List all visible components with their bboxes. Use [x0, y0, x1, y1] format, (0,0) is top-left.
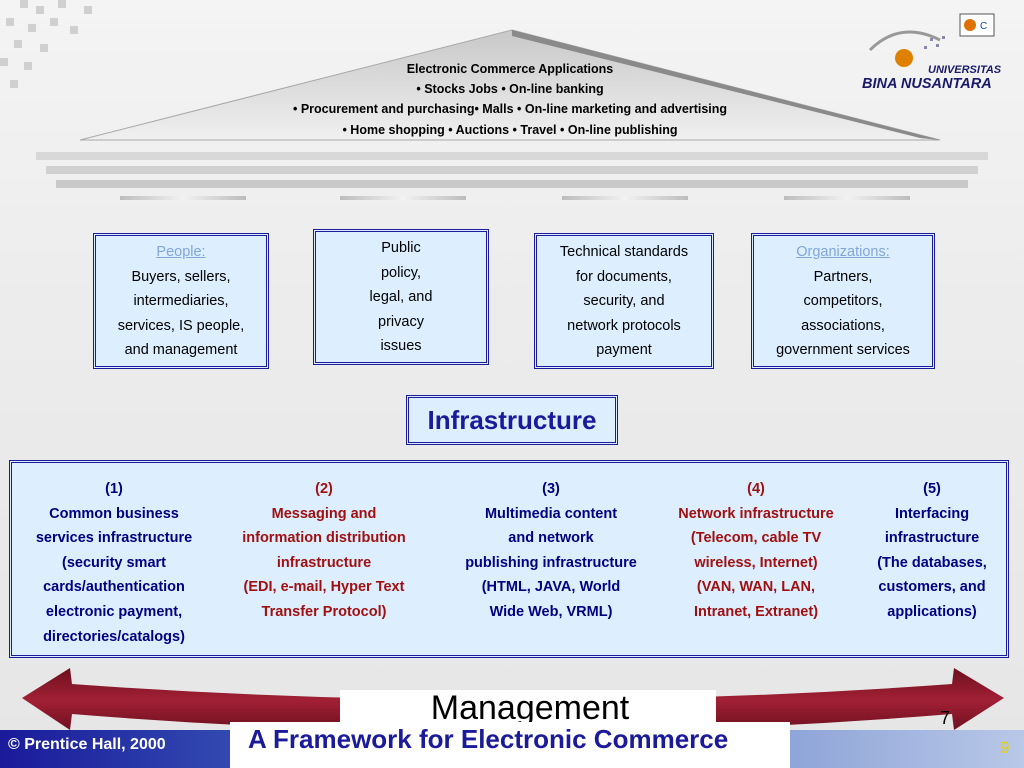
infra-line: Intranet, Extranet): [693, 603, 819, 620]
pillar-header: Organizations:: [796, 244, 890, 260]
slide-title: A Framework for Electronic Commerce: [248, 724, 729, 754]
infra-line: infrastructure: [276, 554, 372, 571]
infra-line: (4): [747, 481, 765, 497]
infra-line: (5): [923, 481, 941, 497]
infra-column-2: (2) Messaging and information distributi…: [224, 477, 424, 625]
infra-line: electronic payment,: [45, 603, 183, 620]
column-caps: [120, 196, 910, 200]
pillar-line: payment: [596, 342, 652, 358]
infra-line: Multimedia content: [484, 505, 618, 522]
footer-copyright: © Prentice Hall, 2000: [8, 736, 166, 753]
logo-text-universitas: UNIVERSITAS: [928, 64, 1002, 76]
pillar-line: Buyers, sellers,: [131, 268, 231, 285]
infra-line: (Telecom, cable TV: [690, 530, 822, 547]
pillar-line: Public: [381, 240, 421, 256]
pillar-line: associations,: [801, 317, 885, 334]
pillar-line: legal, and: [369, 289, 433, 305]
corner-pattern: [0, 0, 92, 88]
roof-line-1: • Stocks Jobs • On-line banking: [416, 82, 604, 96]
pillar-line: network protocols: [567, 317, 681, 334]
infra-line: applications): [887, 603, 977, 620]
pillar-line: issues: [380, 338, 422, 354]
infra-column-5: (5) Interfacing infrastructure (The data…: [858, 477, 1006, 625]
pillar-public-policy: Public policy, legal, and privacy issues: [313, 229, 489, 365]
footer-title-backdrop: [230, 722, 790, 768]
infra-line: infrastructure: [884, 530, 980, 547]
infra-line: (The databases,: [877, 554, 987, 571]
infra-column-1: (1) Common business services infrastruct…: [14, 477, 214, 649]
infra-line: (HTML, JAVA, World: [481, 579, 621, 596]
infra-line: (1): [105, 481, 123, 497]
management-label: Management: [430, 689, 630, 727]
infra-line: directories/catalogs): [43, 628, 185, 645]
infra-line: (VAN, WAN, LAN,: [696, 579, 816, 596]
pillar-line: intermediaries,: [133, 293, 229, 309]
roof-title: Electronic Commerce Applications: [406, 62, 614, 76]
pillar-line: security, and: [583, 293, 665, 309]
infra-line: Interfacing: [894, 505, 970, 522]
infra-line: publishing infrastructure: [465, 554, 637, 571]
infra-line: and network: [508, 530, 594, 547]
svg-text:C: C: [980, 21, 987, 32]
infra-line: customers, and: [878, 579, 986, 596]
infra-column-3: (3) Multimedia content and network publi…: [446, 477, 656, 625]
pillar-technical-standards: Technical standards for documents, secur…: [534, 233, 714, 369]
pillar-line: and management: [124, 342, 238, 358]
infra-line: services infrastructure: [35, 530, 193, 547]
infra-line: Common business: [49, 505, 179, 522]
pillar-header: People:: [156, 244, 206, 260]
infra-line: wireless, Internet): [694, 554, 818, 571]
pillar-line: privacy: [378, 313, 424, 330]
pillar-line: Partners,: [813, 268, 873, 285]
infra-line: (security smart: [62, 554, 166, 571]
pillar-organizations: Organizations: Partners, competitors, as…: [751, 233, 935, 369]
infrastructure-label: Infrastructure: [406, 395, 618, 445]
infra-line: information distribution: [242, 530, 406, 547]
logo-text-bina-nusantara: BINA NUSANTARA: [862, 76, 992, 92]
infra-line: (3): [542, 481, 560, 497]
infra-line: Wide Web, VRML): [489, 603, 613, 620]
infra-line: Network infrastructure: [678, 505, 834, 522]
pillar-line: policy,: [380, 264, 422, 281]
infra-line: Messaging and: [271, 505, 377, 522]
page-number: 7: [940, 708, 951, 728]
temple-structure: [36, 29, 988, 200]
infra-line: (EDI, e-mail, Hyper Text: [243, 579, 405, 596]
infrastructure-box: (1) Common business services infrastruct…: [9, 460, 1009, 658]
pillar-line: competitors,: [803, 293, 883, 309]
roof-line-2: • Procurement and purchasing• Malls • On…: [292, 102, 728, 116]
roof-line-3: • Home shopping • Auctions • Travel • On…: [342, 123, 678, 137]
infra-column-4: (4) Network infrastructure (Telecom, cab…: [660, 477, 852, 625]
infra-line: cards/authentication: [43, 579, 185, 596]
university-logo-icon: C: [868, 13, 995, 67]
pillar-line: Technical standards: [559, 244, 689, 260]
infra-line: Transfer Protocol): [261, 603, 387, 620]
pillar-people: People: Buyers, sellers, intermediaries,…: [93, 233, 269, 369]
pillar-line: government services: [776, 342, 910, 358]
pillar-line: services, IS people,: [117, 317, 245, 334]
pillar-line: for documents,: [576, 268, 672, 285]
infra-line: (2): [315, 481, 333, 497]
slide-number: 9: [1000, 738, 1010, 757]
